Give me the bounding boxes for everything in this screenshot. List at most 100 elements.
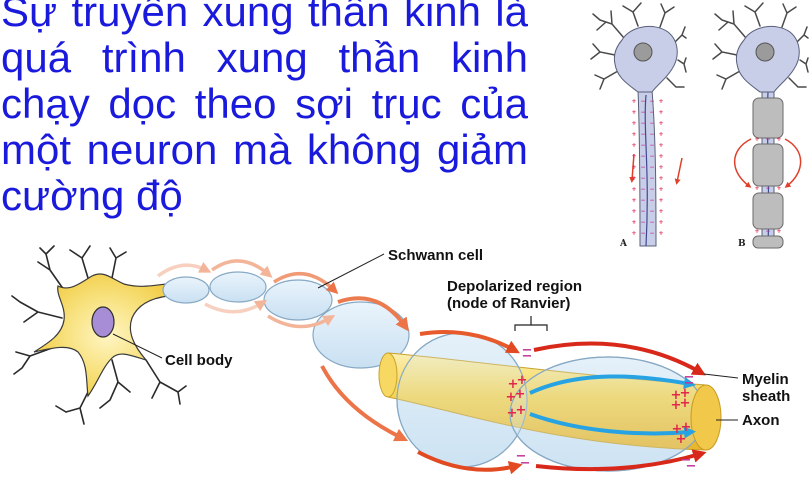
negative-charge: −: [640, 109, 645, 116]
positive-charge: +: [631, 230, 636, 237]
depolarized-region-label: Depolarized region: [447, 278, 582, 295]
title-line: một neuron mà không giảm: [1, 127, 528, 173]
slide-title: Sự truyền xung thần kinh là quá trình xu…: [1, 0, 528, 219]
positive-charge: +: [776, 228, 781, 235]
positive-charge: +: [658, 120, 663, 127]
negative-charge: −: [686, 459, 697, 474]
myelin-label: Myelin: [742, 371, 789, 388]
figure-label-b: B: [738, 239, 746, 249]
positive-charge: +: [631, 131, 636, 138]
positive-charge: +: [658, 186, 663, 193]
negative-charge: −: [522, 349, 533, 364]
positive-charge: +: [631, 142, 636, 149]
positive-charge: +: [631, 153, 636, 160]
positive-charge: +: [515, 387, 526, 402]
positive-charge: +: [658, 230, 663, 237]
cell-body-label: Cell body: [165, 352, 233, 369]
positive-charge: +: [776, 185, 781, 192]
sheath-label: sheath: [742, 388, 790, 405]
negative-charge: −: [649, 98, 654, 105]
positive-charge: +: [631, 109, 636, 116]
positive-charge: +: [658, 131, 663, 138]
positive-charge: +: [631, 186, 636, 193]
negative-charge: −: [649, 164, 654, 171]
positive-charge: +: [631, 175, 636, 182]
negative-charge: −: [649, 230, 654, 237]
axon-label: Axon: [742, 412, 780, 429]
myelin-segment: [753, 193, 783, 229]
neuron-b-cell-body: [713, 3, 808, 92]
title-line: Sự truyền xung thần kinh là: [1, 0, 528, 35]
title-line: chạy dọc theo sợi trục của: [1, 81, 528, 127]
negative-charge: −: [649, 131, 654, 138]
negative-charge: −: [640, 164, 645, 171]
negative-charge: −: [765, 185, 770, 192]
schwann-cell-label: Schwann cell: [388, 247, 483, 264]
negative-charge: −: [765, 228, 770, 235]
positive-charge: +: [631, 120, 636, 127]
negative-charge: −: [649, 120, 654, 127]
negative-charge: −: [640, 98, 645, 105]
myelin-segment: [753, 236, 783, 248]
axon-end: [379, 353, 397, 397]
schwann-cell: [163, 277, 209, 303]
impulse-arrow: [677, 158, 682, 182]
nucleus: [92, 307, 114, 337]
negative-charge: −: [649, 153, 654, 160]
axon-cut-face: [691, 385, 721, 450]
negative-charge: −: [640, 230, 645, 237]
positive-charge: +: [680, 396, 691, 411]
node-of-ranvier-label: (node of Ranvier): [447, 295, 570, 312]
figure-label-a: A: [619, 239, 628, 249]
positive-charge: +: [658, 142, 663, 149]
negative-charge: −: [640, 186, 645, 193]
positive-charge: +: [658, 109, 663, 116]
positive-charge: +: [631, 208, 636, 215]
myelin-sheath-overlay: [510, 357, 706, 471]
positive-charge: +: [658, 164, 663, 171]
negative-charge: −: [765, 136, 770, 143]
title-line: quá trình xung thần kinh: [1, 35, 528, 81]
schwann-cell: [210, 272, 266, 302]
negative-charge: −: [640, 120, 645, 127]
negative-charge: −: [649, 175, 654, 182]
neuron-a-cell-body: [591, 3, 686, 92]
positive-charge: +: [754, 185, 759, 192]
positive-charge: +: [658, 153, 663, 160]
schwann-cell-leader: [318, 254, 384, 288]
negative-charge: −: [640, 175, 645, 182]
positive-charge: +: [658, 208, 663, 215]
positive-charge: +: [658, 175, 663, 182]
negative-charge: −: [640, 142, 645, 149]
node-bracket: [515, 316, 547, 331]
saltatory-arrow: [735, 139, 751, 186]
propagation-arrow: [205, 303, 262, 312]
top-figure: A B ++−−++−−++−−++−−++−−++−−++−−++−−++−−…: [591, 3, 808, 249]
negative-charge: −: [649, 197, 654, 204]
negative-charge: −: [640, 219, 645, 226]
positive-charge: +: [754, 228, 759, 235]
negative-charge: −: [649, 186, 654, 193]
negative-charge: −: [520, 456, 531, 471]
negative-charge: −: [640, 153, 645, 160]
positive-charge: +: [631, 219, 636, 226]
negative-charge: −: [649, 208, 654, 215]
positive-charge: +: [658, 219, 663, 226]
myelin-sheath-leader: [704, 374, 738, 378]
main-diagram: ++++++−−−−+++++++−−−− Cell body Schwann …: [12, 246, 790, 474]
neuron-b: B: [713, 3, 808, 249]
negative-charge: −: [649, 109, 654, 116]
negative-charge: −: [640, 197, 645, 204]
positive-charge: +: [631, 197, 636, 204]
propagation-arrow: [158, 265, 206, 276]
negative-charge: −: [649, 219, 654, 226]
positive-charge: +: [658, 197, 663, 204]
positive-charge: +: [631, 98, 636, 105]
positive-charge: +: [658, 98, 663, 105]
saltatory-arrow: [785, 139, 801, 186]
positive-charge: +: [517, 373, 528, 388]
negative-charge: −: [640, 131, 645, 138]
positive-charge: +: [754, 136, 759, 143]
positive-charge: +: [776, 136, 781, 143]
neuron-a: A: [591, 3, 686, 249]
